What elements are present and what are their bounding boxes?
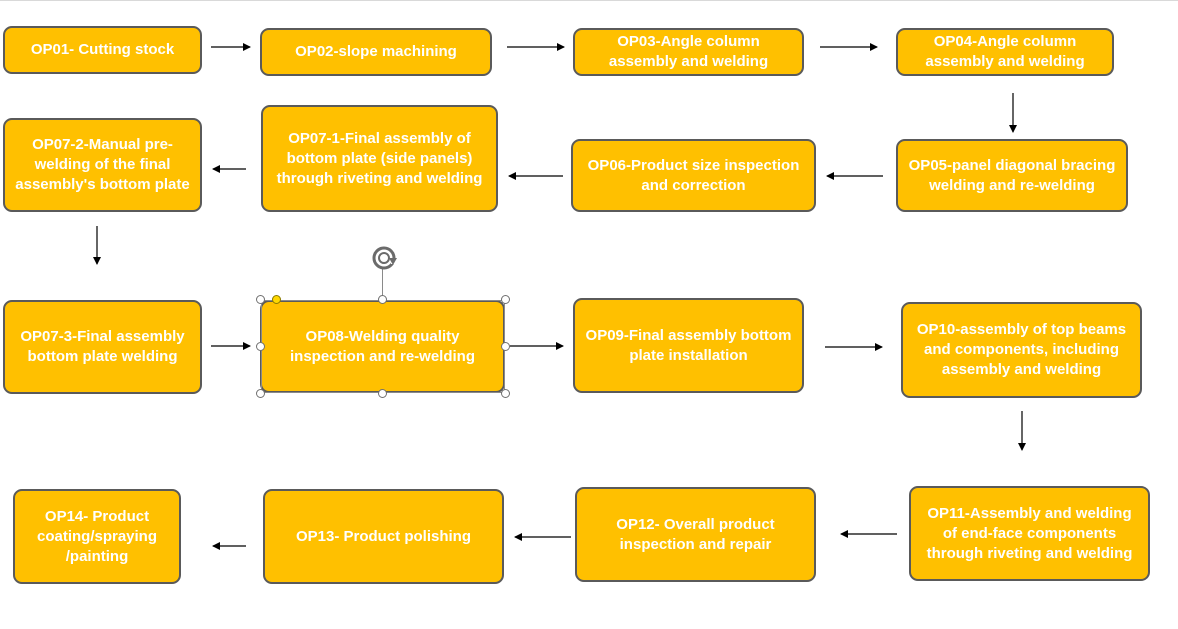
resize-handle-bottom[interactable] xyxy=(378,389,387,398)
step-op14[interactable]: OP14- Product coating/spraying /painting xyxy=(13,489,181,584)
step-op08-label: OP08-Welding quality inspection and re-w… xyxy=(289,327,476,365)
rotate-icon[interactable] xyxy=(369,244,399,272)
resize-handle-left[interactable] xyxy=(256,342,265,351)
step-op01-label: OP01- Cutting stock xyxy=(30,41,175,58)
step-op04[interactable]: OP04-Angle column assembly and welding xyxy=(896,28,1114,76)
resize-handle-top-right[interactable] xyxy=(501,295,510,304)
step-op09[interactable]: OP09-Final assembly bottom plate install… xyxy=(573,298,804,393)
step-op06-label: OP06-Product size inspection and correct… xyxy=(587,156,800,194)
step-op05[interactable]: OP05-panel diagonal bracing welding and … xyxy=(896,139,1128,212)
step-op07-1[interactable]: OP07-1-Final assembly of bottom plate (s… xyxy=(261,105,498,212)
step-op05-label: OP05-panel diagonal bracing welding and … xyxy=(908,156,1116,194)
step-op07-2-label: OP07-2-Manual pre-welding of the final a… xyxy=(15,136,190,193)
step-op04-label: OP04-Angle column assembly and welding xyxy=(925,33,1085,70)
step-op01[interactable]: OP01- Cutting stock xyxy=(3,26,202,74)
step-op12-label: OP12- Overall product inspection and rep… xyxy=(616,515,775,553)
adjust-handle-corner-radius[interactable] xyxy=(272,295,281,304)
step-op03[interactable]: OP03-Angle column assembly and welding xyxy=(573,28,804,76)
resize-handle-top-left[interactable] xyxy=(256,295,265,304)
step-op13[interactable]: OP13- Product polishing xyxy=(263,489,504,584)
step-op07-1-label: OP07-1-Final assembly of bottom plate (s… xyxy=(276,129,483,187)
step-op02-label: OP02-slope machining xyxy=(295,43,457,60)
step-op07-2[interactable]: OP07-2-Manual pre-welding of the final a… xyxy=(3,118,202,212)
step-op02[interactable]: OP02-slope machining xyxy=(260,28,492,76)
step-op14-label: OP14- Product coating/spraying /painting xyxy=(36,507,158,565)
step-op12[interactable]: OP12- Overall product inspection and rep… xyxy=(575,487,816,582)
resize-handle-right[interactable] xyxy=(501,342,510,351)
step-op09-label: OP09-Final assembly bottom plate install… xyxy=(585,326,792,364)
step-op10-label: OP10-assembly of top beams and component… xyxy=(916,321,1127,378)
resize-handle-bottom-right[interactable] xyxy=(501,389,510,398)
resize-handle-top[interactable] xyxy=(378,295,387,304)
step-op07-3-label: OP07-3-Final assembly bottom plate weldi… xyxy=(20,328,185,365)
step-op11[interactable]: OP11-Assembly and welding of end-face co… xyxy=(909,486,1150,581)
step-op06[interactable]: OP06-Product size inspection and correct… xyxy=(571,139,816,212)
selection-frame xyxy=(261,300,505,393)
step-op13-label: OP13- Product polishing xyxy=(295,527,471,545)
step-op03-label: OP03-Angle column assembly and welding xyxy=(608,33,769,70)
step-op07-3[interactable]: OP07-3-Final assembly bottom plate weldi… xyxy=(3,300,202,394)
rotate-handle-stem xyxy=(382,268,383,300)
resize-handle-bottom-left[interactable] xyxy=(256,389,265,398)
step-op11-label: OP11-Assembly and welding of end-face co… xyxy=(926,504,1133,562)
top-border xyxy=(0,0,1178,1)
step-op10[interactable]: OP10-assembly of top beams and component… xyxy=(901,302,1142,398)
